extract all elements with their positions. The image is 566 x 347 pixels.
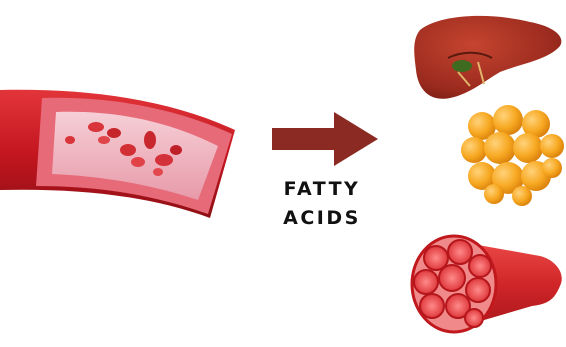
fatty-label-line1: FATTY <box>262 174 382 204</box>
blood-vessel-icon <box>0 90 235 218</box>
arrow-right-icon <box>272 112 378 166</box>
muscle-fiber-icon <box>412 236 562 332</box>
liver-icon <box>414 16 561 99</box>
fatty-label-line2: ACIDS <box>262 203 382 233</box>
adipose-tissue-icon <box>461 105 564 206</box>
